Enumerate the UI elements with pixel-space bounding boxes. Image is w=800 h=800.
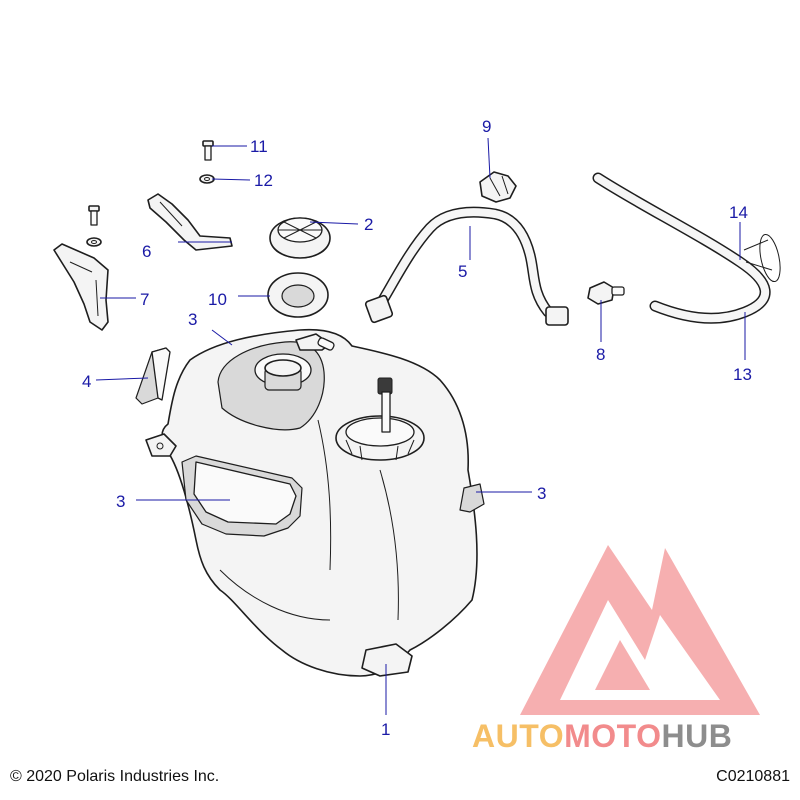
vent-fitting-part-8 xyxy=(587,281,625,305)
watermark-text: AUTOMOTOHUB xyxy=(472,718,732,755)
callout-12: 12 xyxy=(254,171,273,190)
callout-3-top: 3 xyxy=(188,310,197,329)
bracket-part-7 xyxy=(53,243,109,331)
watermark-hub: HUB xyxy=(661,718,733,754)
fuel-cap-part-2 xyxy=(269,217,331,259)
callout-1: 1 xyxy=(381,720,390,739)
callout-9: 9 xyxy=(482,117,491,136)
callout-8: 8 xyxy=(596,345,605,364)
leader-lines xyxy=(95,137,746,715)
callout-7: 7 xyxy=(140,290,149,309)
washer-part-12 xyxy=(199,174,215,184)
watermark-logo xyxy=(520,545,760,715)
callout-2: 2 xyxy=(364,215,373,234)
callout-labels: 11 12 2 6 7 10 3 4 3 3 1 5 9 8 14 13 xyxy=(82,117,752,739)
hose-clip-part-9 xyxy=(479,171,517,203)
diagram-code: C0210881 xyxy=(716,768,790,785)
fuel-tank-part-1 xyxy=(145,328,485,677)
hose-clamp-part-14 xyxy=(743,233,781,283)
bolt-left-icon xyxy=(86,205,102,247)
callout-10: 10 xyxy=(208,290,227,309)
callout-6: 6 xyxy=(142,242,151,261)
vent-tube-part-5 xyxy=(364,206,569,326)
callout-13: 13 xyxy=(733,365,752,384)
foam-pad-part-4 xyxy=(135,347,171,405)
callout-3-right: 3 xyxy=(537,484,546,503)
callout-4: 4 xyxy=(82,372,91,391)
bolt-part-11 xyxy=(202,140,214,161)
callout-5: 5 xyxy=(458,262,467,281)
breather-hose-part-13 xyxy=(592,172,771,324)
copyright-text: © 2020 Polaris Industries Inc. xyxy=(10,768,220,785)
callout-3-left: 3 xyxy=(116,492,125,511)
callout-14: 14 xyxy=(729,203,748,222)
seal-ring-part-10 xyxy=(267,272,329,318)
callout-11: 11 xyxy=(250,137,268,156)
watermark-auto: AUTO xyxy=(472,718,565,754)
watermark-moto: MOTO xyxy=(564,718,662,754)
